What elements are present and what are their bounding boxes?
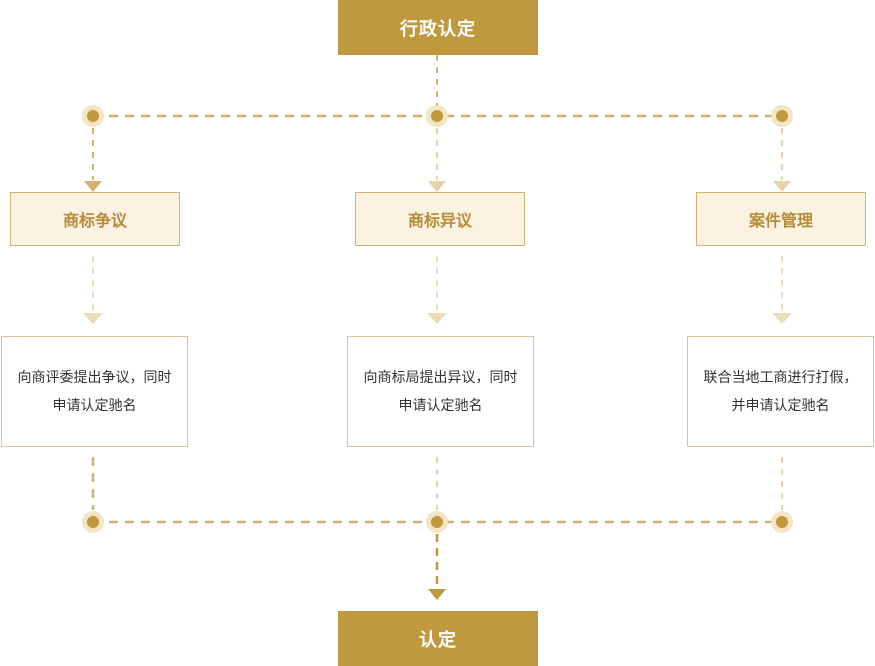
arrow-to-category-right [773, 181, 791, 192]
node-case-description: 联合当地工商进行打假，并申请认定驰名 [687, 336, 874, 447]
node-case-management: 案件管理 [696, 192, 866, 246]
node-trademark-opposition: 商标异议 [355, 192, 525, 246]
node-dot-lower-mid [426, 511, 448, 533]
node-trademark-dispute: 商标争议 [10, 192, 180, 246]
node-dot-lower-left [82, 511, 104, 533]
node-opposition-description: 向商标局提出异议，同时申请认定驰名 [347, 336, 534, 447]
arrow-to-desc-mid [427, 313, 447, 324]
node-dot-lower-right [771, 511, 793, 533]
node-recognition: 认定 [338, 611, 538, 666]
arrow-to-bottom [428, 589, 446, 600]
node-dot-upper-mid [426, 105, 448, 127]
arrow-to-desc-left [83, 313, 103, 324]
node-dot-upper-left [82, 105, 104, 127]
node-administrative-recognition: 行政认定 [338, 0, 538, 55]
arrow-to-category-mid [428, 181, 446, 192]
arrow-to-category-left [84, 181, 102, 192]
arrow-to-desc-right [772, 313, 792, 324]
node-dispute-description: 向商评委提出争议，同时申请认定驰名 [1, 336, 188, 447]
node-dot-upper-right [771, 105, 793, 127]
